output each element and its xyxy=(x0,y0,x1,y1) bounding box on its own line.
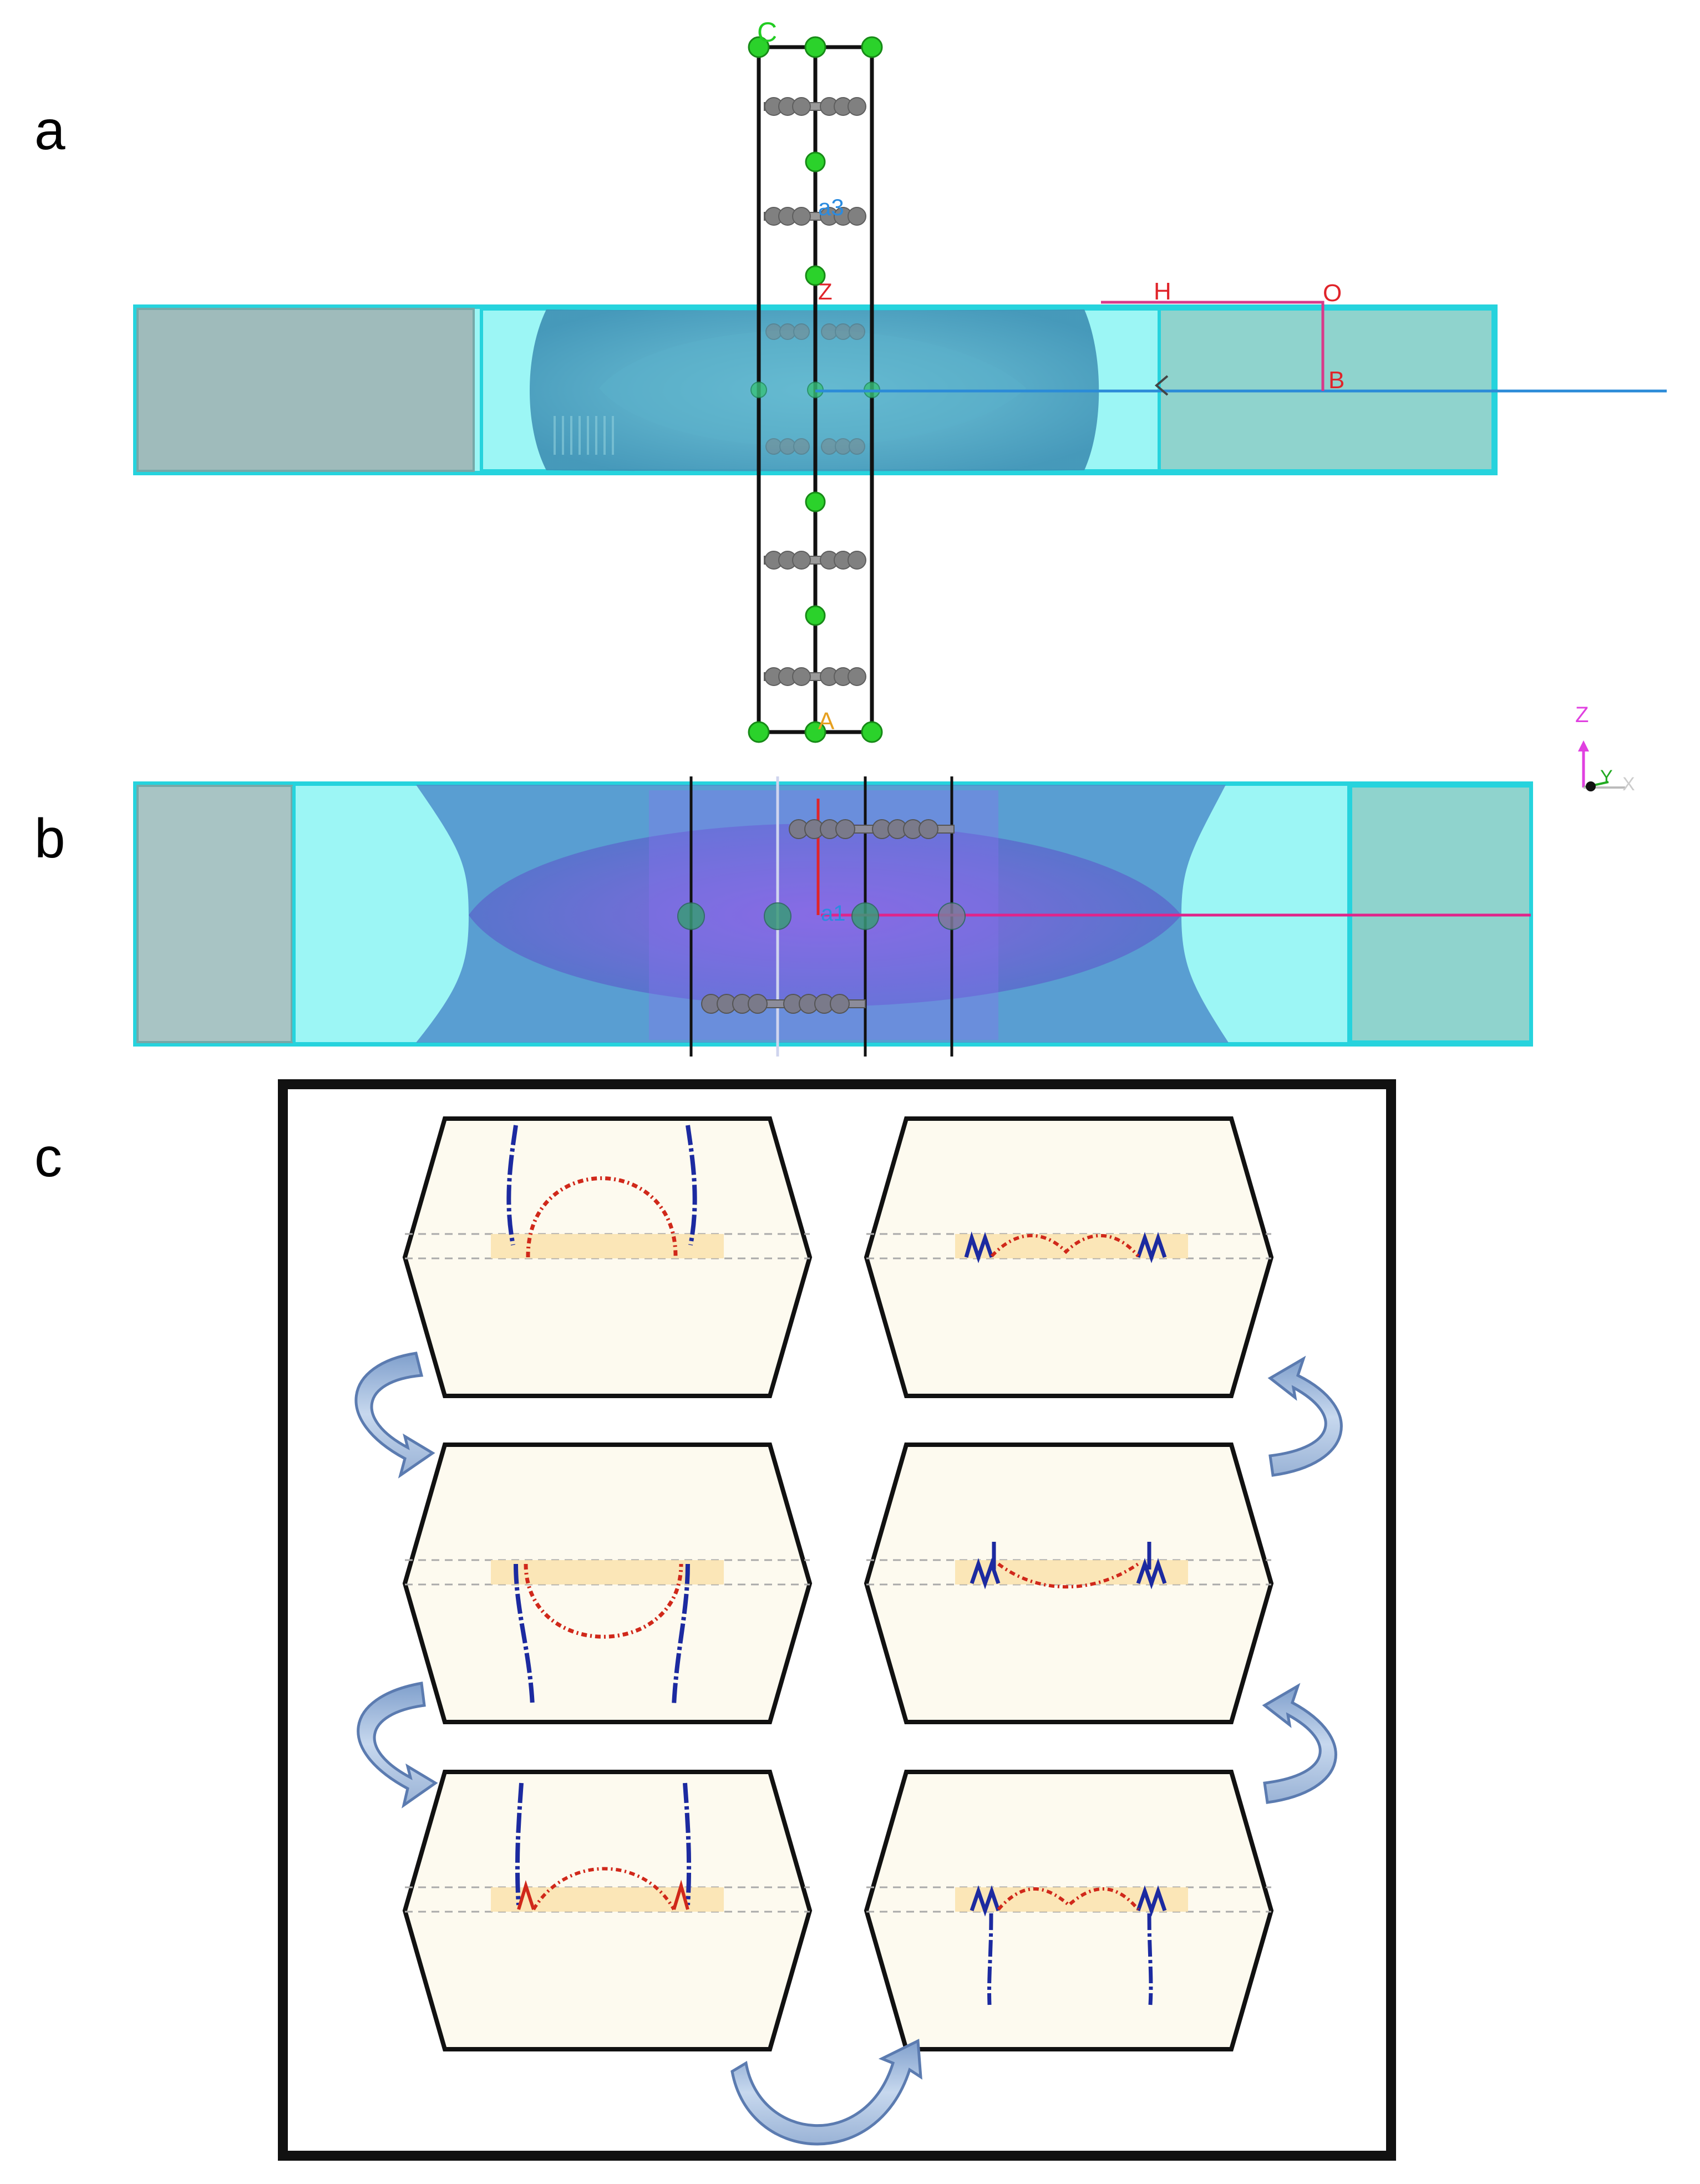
zigzag-left-2 xyxy=(970,1558,1001,1589)
red-zig-left-3 xyxy=(517,1880,535,1910)
panel-label-c: c xyxy=(34,1126,62,1188)
grey-atom-rows xyxy=(764,97,866,686)
dislocation-blue-left-3 xyxy=(515,1782,524,1906)
panel-label-a: a xyxy=(34,99,65,161)
dislocation-blue-right xyxy=(686,1125,697,1246)
axis-label-x: X xyxy=(1622,774,1635,795)
label-C: C xyxy=(757,17,777,48)
small-chevron xyxy=(1154,375,1169,396)
schematic-6 xyxy=(866,1772,1271,2049)
dislocation-blue-left-2 xyxy=(514,1563,535,1706)
h-o-b-frame xyxy=(1101,301,1325,391)
label-a1: a1 xyxy=(821,901,846,926)
arrow-right-1 xyxy=(1267,1355,1343,1477)
label-A: A xyxy=(818,708,835,735)
label-a3: a3 xyxy=(818,194,844,220)
schematic-1 xyxy=(405,1119,810,1396)
lens-stripes xyxy=(554,416,614,455)
left-fixed-region xyxy=(136,308,475,472)
panel-b-figure: a1 Z Y X xyxy=(133,703,1635,1057)
green-atoms-b xyxy=(677,902,966,930)
blue-tail-right-3 xyxy=(1147,1913,1153,2005)
arrow-left-1 xyxy=(354,1352,435,1479)
atom-row-5 xyxy=(764,551,866,570)
atom-row-b-top xyxy=(789,819,955,839)
label-Z: Z xyxy=(818,278,833,304)
red-zig-right-3 xyxy=(672,1880,689,1910)
schematic-5 xyxy=(866,1445,1271,1722)
axis-triad: Z Y X xyxy=(1575,703,1635,795)
red-wave xyxy=(990,1234,1140,1258)
atom-row-1 xyxy=(764,97,866,116)
dislocation-blue-right-2 xyxy=(672,1563,690,1706)
label-B: B xyxy=(1328,367,1344,394)
axis-label-z: Z xyxy=(1575,703,1589,727)
left-fixed-region-b xyxy=(136,785,293,1043)
arrow-bottom xyxy=(730,2039,922,2146)
atom-row-3 xyxy=(765,323,865,340)
dislocation-red-loop xyxy=(526,1176,678,1258)
green-atoms xyxy=(748,36,883,743)
schematic-4 xyxy=(866,1119,1271,1396)
red-arc-3 xyxy=(532,1867,676,1911)
dislocation-blue-right-3 xyxy=(683,1782,692,1906)
atom-row-6 xyxy=(764,667,866,686)
label-O: O xyxy=(1323,280,1342,307)
zigzag-left xyxy=(964,1231,994,1263)
schematic-2 xyxy=(405,1445,810,1722)
panel-a-figure: C a3 Z H O B A xyxy=(133,17,1667,743)
atom-row-2 xyxy=(764,207,866,226)
zigzag-right xyxy=(1136,1232,1167,1263)
dislocation-blue-left xyxy=(506,1125,518,1246)
panel-label-b: b xyxy=(34,807,65,870)
atom-row-b-bottom xyxy=(701,994,866,1014)
red-curve-2 xyxy=(997,1562,1139,1589)
blue-tail-left-3 xyxy=(987,1913,993,2005)
zigzag-left-3 xyxy=(970,1885,1001,1917)
zigzag-right-3 xyxy=(1136,1885,1167,1917)
zigzag-right-2 xyxy=(1136,1558,1167,1589)
grey-atom-rows-b xyxy=(701,819,955,1014)
schematic-3 xyxy=(405,1772,810,2049)
arrow-right-2 xyxy=(1262,1683,1337,1804)
axis-label-y: Y xyxy=(1600,766,1613,788)
arrow-left-2 xyxy=(357,1682,438,1809)
label-H: H xyxy=(1154,278,1171,305)
atom-row-4 xyxy=(765,438,865,455)
